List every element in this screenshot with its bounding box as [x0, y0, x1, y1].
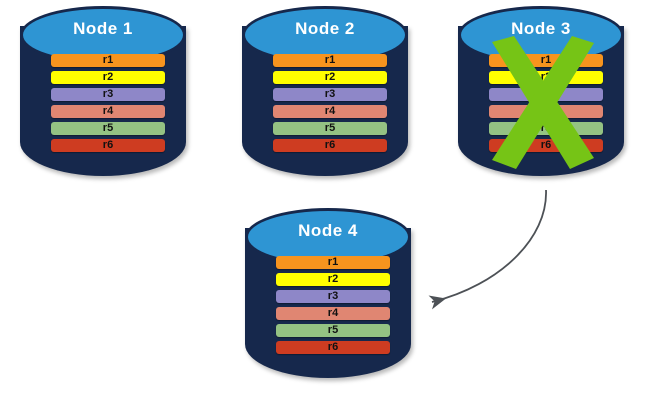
replica-bar[interactable]: r2 [273, 71, 387, 84]
replica-bar[interactable]: r2 [276, 273, 390, 286]
replica-bar[interactable]: r5 [489, 122, 603, 135]
replica-list: r1 r2 r3 r4 r5 r6 [273, 54, 387, 152]
replica-bar[interactable]: r4 [489, 105, 603, 118]
replica-list: r1 r2 r3 r4 r5 r6 [51, 54, 165, 152]
arrow-line [428, 189, 547, 310]
replica-bar[interactable]: r1 [489, 54, 603, 67]
replica-bar[interactable]: r3 [273, 88, 387, 101]
replica-bar[interactable]: r5 [51, 122, 165, 135]
replica-bar[interactable]: r1 [273, 54, 387, 67]
replica-bar[interactable]: r4 [273, 105, 387, 118]
replica-bar[interactable]: r6 [273, 139, 387, 152]
replica-bar[interactable]: r4 [51, 105, 165, 118]
replica-bar[interactable]: r5 [276, 324, 390, 337]
replica-bar[interactable]: r2 [51, 71, 165, 84]
replica-bar[interactable]: r2 [489, 71, 603, 84]
replica-bar[interactable]: r3 [276, 290, 390, 303]
replica-bar[interactable]: r1 [276, 256, 390, 269]
replica-bar[interactable]: r6 [51, 139, 165, 152]
replica-bar[interactable]: r5 [273, 122, 387, 135]
replica-bar[interactable]: r3 [51, 88, 165, 101]
replica-bar[interactable]: r6 [489, 139, 603, 152]
replica-list: r1 r2 r3 r4 r5 r6 [489, 54, 603, 152]
replica-list: r1 r2 r3 r4 r5 r6 [276, 256, 390, 354]
replica-bar[interactable]: r4 [276, 307, 390, 320]
replica-bar[interactable]: r6 [276, 341, 390, 354]
replica-bar[interactable]: r1 [51, 54, 165, 67]
replica-bar[interactable]: r3 [489, 88, 603, 101]
